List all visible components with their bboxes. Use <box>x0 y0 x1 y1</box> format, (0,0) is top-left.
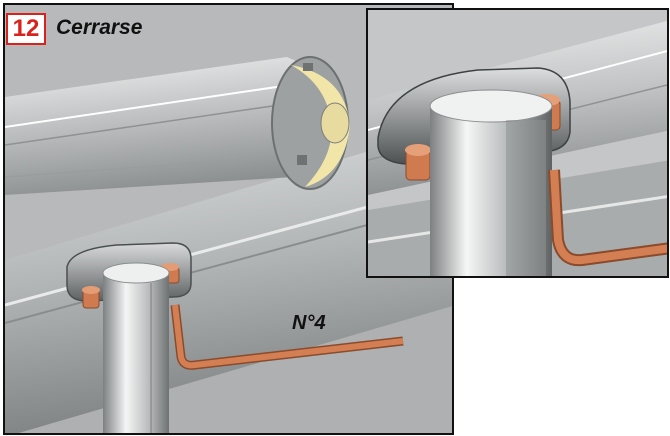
main-illustration <box>5 5 452 433</box>
detail-illustration <box>368 10 667 276</box>
allen-key-size-label: N°4 <box>292 312 326 334</box>
step-number-badge: 12 <box>6 13 46 45</box>
step-title: Cerrarse <box>56 16 143 39</box>
detail-inset-panel <box>366 8 669 278</box>
